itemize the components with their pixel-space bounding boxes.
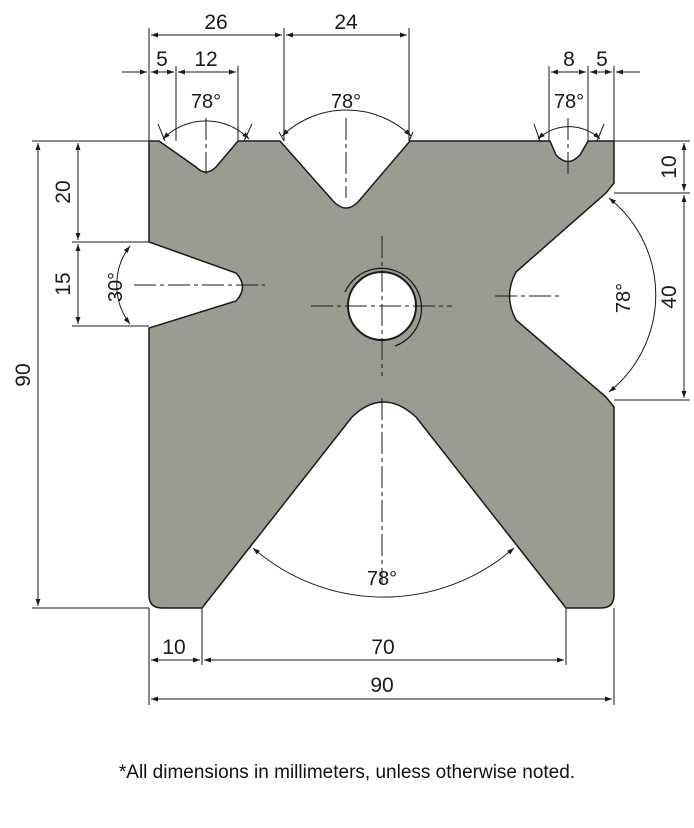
angle-top-center: 78° bbox=[331, 91, 361, 113]
dim-top-5-left: 5 bbox=[156, 48, 168, 71]
angle-right: 78° bbox=[613, 283, 635, 313]
extension-lines bbox=[32, 28, 690, 705]
dim-left-20: 20 bbox=[52, 180, 75, 203]
dim-bottom-70: 70 bbox=[371, 636, 394, 659]
dim-top-12: 12 bbox=[194, 48, 217, 71]
angle-top-left: 78° bbox=[191, 91, 221, 113]
dim-right-40: 40 bbox=[658, 285, 681, 308]
dim-right-10: 10 bbox=[658, 155, 681, 178]
dim-top-26: 26 bbox=[204, 11, 227, 34]
dim-left-90: 90 bbox=[12, 363, 35, 386]
angle-left: 30° bbox=[105, 272, 127, 302]
units-note: *All dimensions in millimeters, unless o… bbox=[118, 762, 576, 783]
dim-bottom-90: 90 bbox=[370, 674, 393, 697]
hole-thread-arc bbox=[344, 267, 423, 347]
dim-top-24: 24 bbox=[334, 11, 358, 34]
angle-bottom: 78° bbox=[367, 568, 397, 590]
angle-arcs bbox=[116, 109, 657, 598]
angle-top-right: 78° bbox=[554, 91, 584, 113]
dim-top-5-right: 5 bbox=[596, 48, 608, 71]
dim-bottom-10: 10 bbox=[162, 636, 185, 659]
dim-top-8: 8 bbox=[563, 48, 575, 71]
dim-left-15: 15 bbox=[52, 272, 75, 295]
dimension-lines bbox=[35, 32, 687, 702]
